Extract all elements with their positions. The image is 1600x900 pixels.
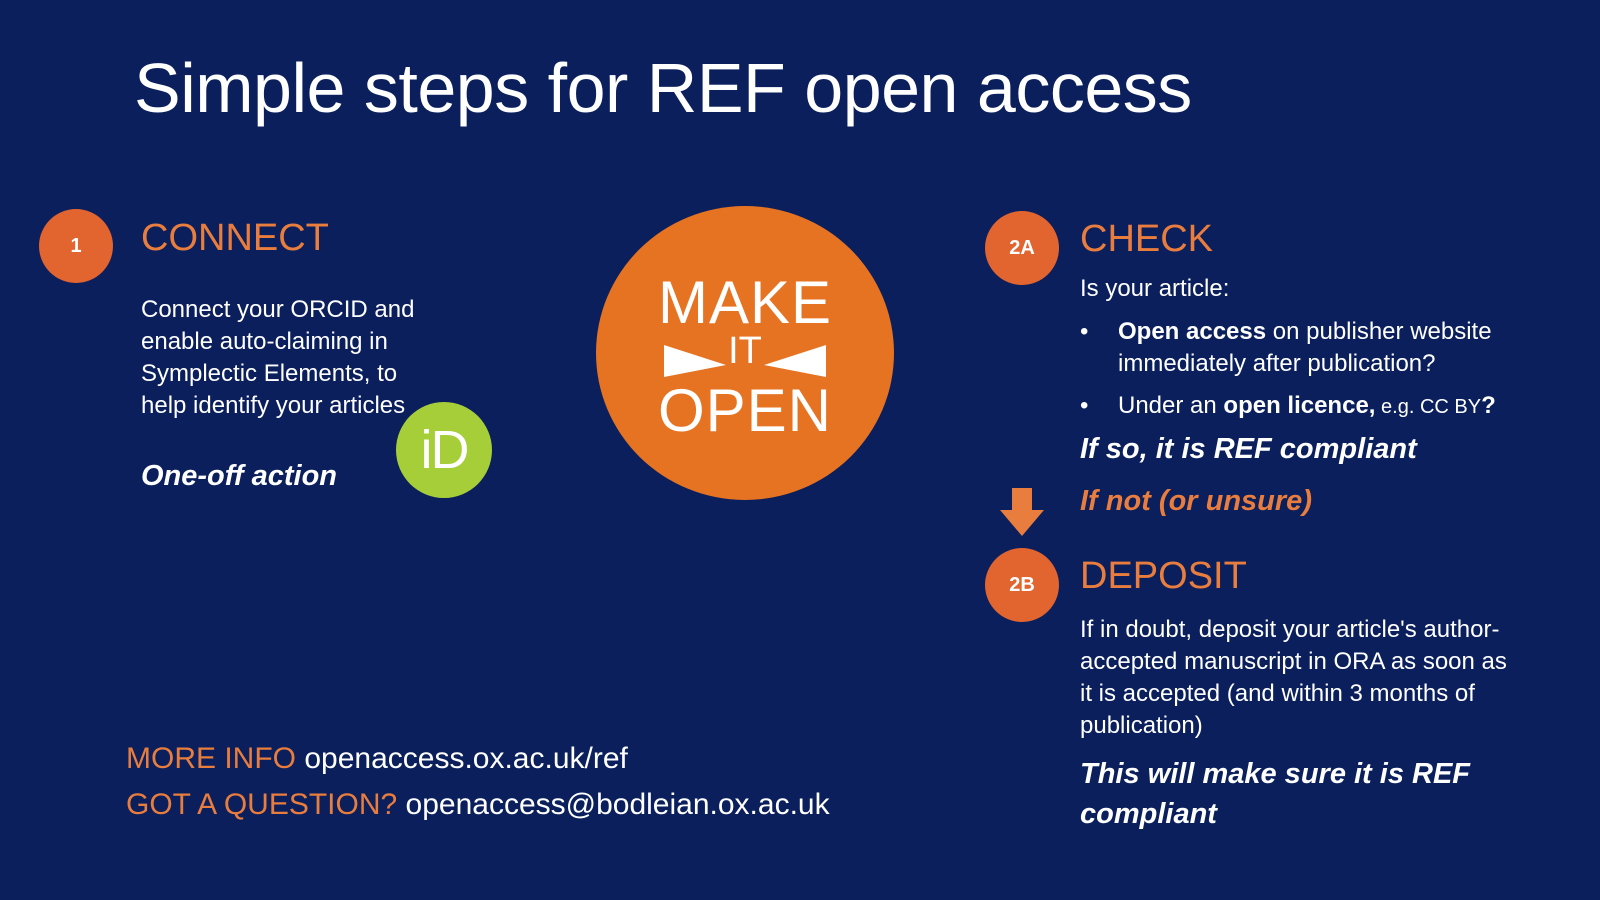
open-access-detail: on publisher website immediately after p… — [1118, 318, 1492, 377]
compliant-statement: If so, it is REF compliant — [1080, 433, 1417, 465]
more-info-link[interactable]: openaccess.ox.ac.uk/ref — [304, 742, 628, 775]
page-title: Simple steps for REF open access — [134, 49, 1192, 127]
deposit-conclusion: This will make sure it is REF compliant — [1080, 758, 1471, 830]
list-item: Under an open licence, e.g. CC BY? — [1080, 390, 1550, 423]
orcid-id-text: iD — [420, 420, 470, 480]
more-info-line: MORE INFO openaccess.ox.ac.uk/ref — [126, 742, 628, 776]
check-heading: CHECK — [1080, 218, 1214, 260]
step-1-badge: 1 — [39, 209, 113, 283]
open-access-term: Open access — [1118, 318, 1267, 345]
licence-example: e.g. CC BY — [1375, 396, 1482, 418]
step-2a-badge: 2A — [985, 211, 1059, 285]
licence-prefix: Under an — [1118, 392, 1224, 419]
contact-email-link[interactable]: openaccess@bodleian.ox.ac.uk — [405, 788, 830, 821]
licence-question-mark: ? — [1481, 392, 1496, 419]
logo-line-make: MAKE — [657, 269, 833, 336]
connect-heading: CONNECT — [141, 217, 329, 259]
question-label: GOT A QUESTION? — [126, 788, 398, 821]
deposit-description: If in doubt, deposit your article's auth… — [1080, 616, 1507, 739]
list-item: Open access on publisher website immedia… — [1080, 316, 1550, 380]
step-2b-badge: 2B — [985, 548, 1059, 622]
if-not-label: If not (or unsure) — [1080, 485, 1312, 517]
more-info-label: MORE INFO — [126, 742, 296, 775]
check-criteria-list: Open access on publisher website immedia… — [1080, 316, 1550, 433]
arrow-down-icon — [1000, 488, 1044, 536]
deposit-heading: DEPOSIT — [1080, 555, 1247, 597]
logo-bow-shape — [664, 345, 826, 377]
question-line: GOT A QUESTION? openaccess@bodleian.ox.a… — [126, 788, 830, 822]
logo-line-open: OPEN — [657, 377, 833, 444]
open-licence-term: open licence, — [1223, 392, 1376, 419]
logo-line-it: IT — [728, 330, 762, 372]
check-intro: Is your article: — [1080, 275, 1230, 302]
make-it-open-logo: MAKE IT OPEN — [596, 206, 894, 500]
one-off-action-label: One-off action — [141, 460, 338, 492]
connect-description: Connect your ORCID and enable auto-claim… — [141, 296, 415, 419]
orcid-id-icon: iD — [396, 402, 492, 498]
